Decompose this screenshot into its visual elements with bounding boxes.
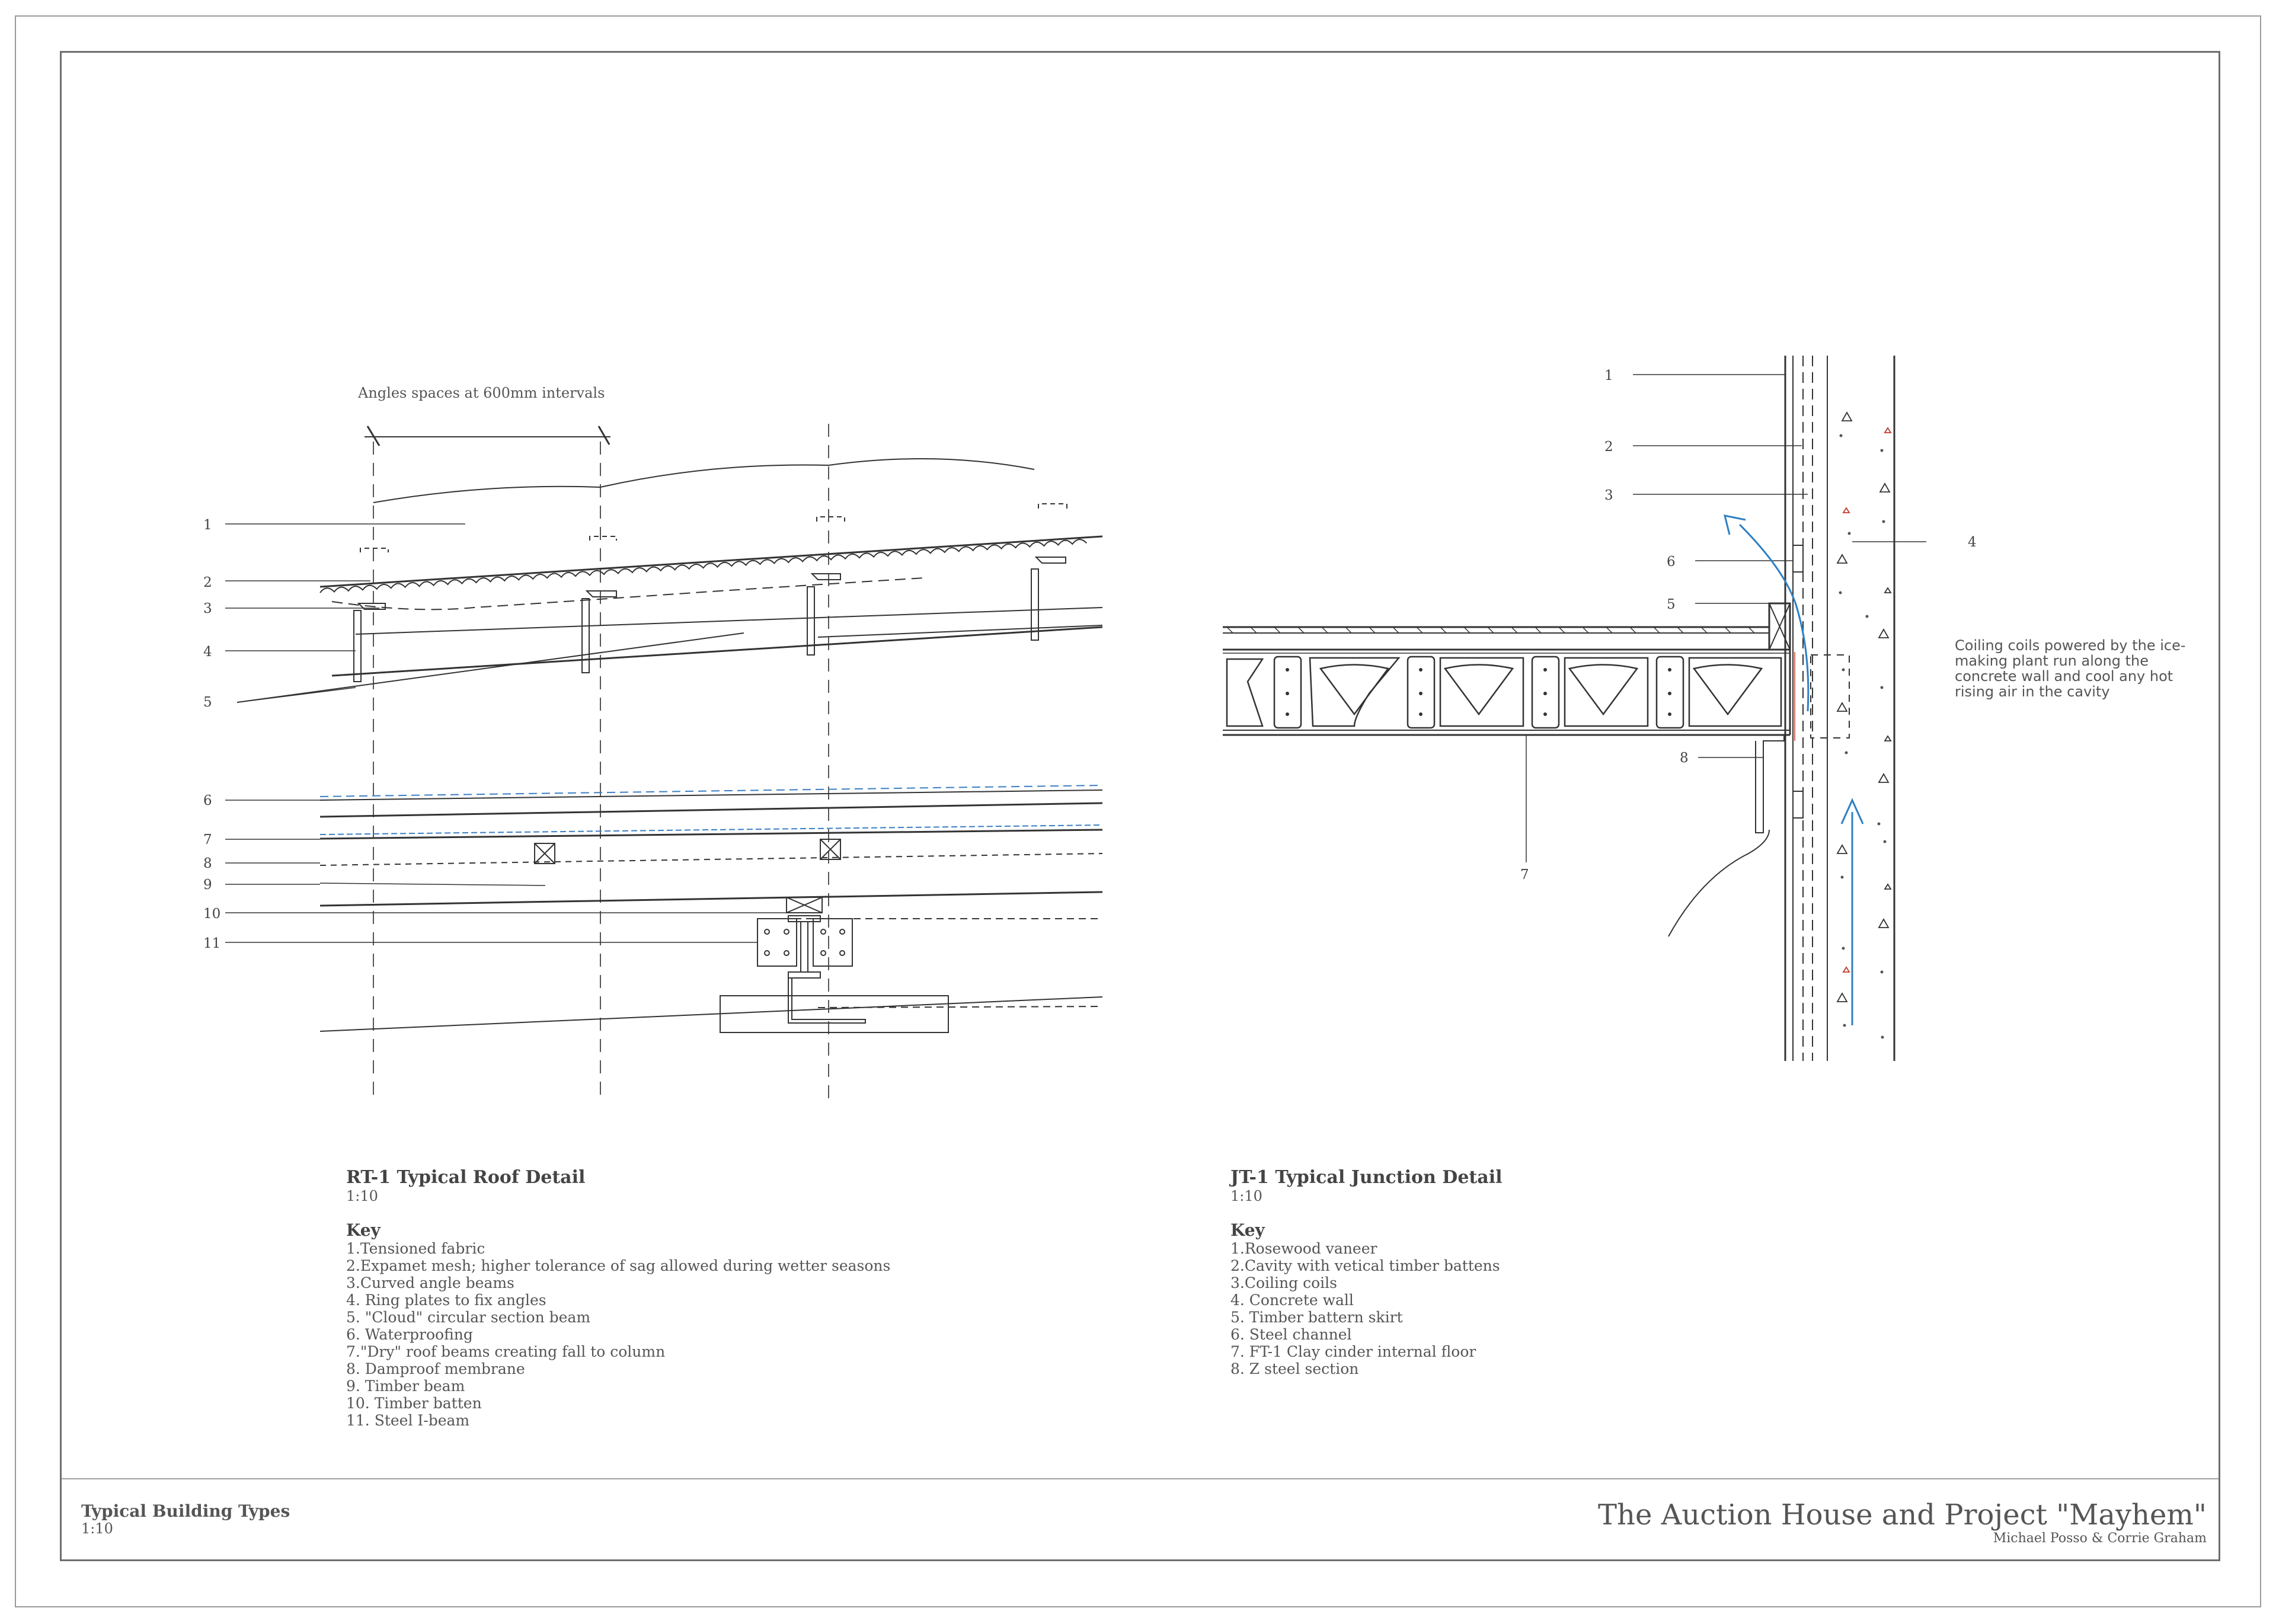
roof-callout-9: 9 xyxy=(203,877,212,893)
roof-callout-5: 5 xyxy=(203,695,212,710)
junction-callout-1: 1 xyxy=(1604,368,1613,383)
roof-key-item: 5. "Cloud" circular section beam xyxy=(346,1309,591,1326)
junction-key-item: 1.Rosewood vaneer xyxy=(1230,1240,1377,1257)
project-authors: Michael Posso & Corrie Graham xyxy=(1993,1531,2207,1546)
roof-detail-scale: 1:10 xyxy=(346,1188,378,1204)
roof-grid-lines xyxy=(373,424,829,1102)
junction-callout-8: 8 xyxy=(1680,750,1689,766)
sheet-inner-border xyxy=(60,51,2220,1561)
roof-leaders xyxy=(225,523,787,943)
junction-callouts: 1 2 3 4 5 6 7 8 xyxy=(1520,368,1977,883)
roof-detail-title: RT-1 Typical Roof Detail xyxy=(346,1167,586,1188)
sheet-outer-border xyxy=(15,15,2261,1607)
junction-key-item: 6. Steel channel xyxy=(1230,1326,1352,1343)
junction-callout-6: 6 xyxy=(1667,554,1676,570)
junction-key-item: 4. Concrete wall xyxy=(1230,1291,1354,1309)
coiling-coils-note: Coiling coils powered by the ice-making … xyxy=(1955,637,2186,700)
roof-callout-6: 6 xyxy=(203,793,212,808)
timber-battens xyxy=(534,839,841,913)
project-title: The Auction House and Project "Mayhem" xyxy=(1598,1498,2207,1532)
title-block-divider xyxy=(62,1478,2219,1479)
roof-detail-legend: RT-1 Typical Roof Detail 1:10 Key 1.Tens… xyxy=(346,1167,891,1430)
roof-key-item: 7."Dry" roof beams creating fall to colu… xyxy=(346,1343,666,1360)
roof-callouts: 1 2 3 4 5 6 7 8 9 10 11 xyxy=(203,517,220,951)
roof-key-item: 11. Steel I-beam xyxy=(346,1412,470,1429)
roof-callout-4: 4 xyxy=(203,644,212,660)
junction-detail-drawing xyxy=(1223,356,1926,1061)
tensioned-fabric xyxy=(373,458,1035,503)
junction-key-item: 7. FT-1 Clay cinder internal floor xyxy=(1230,1343,1476,1360)
concrete-wall-hatch xyxy=(1836,411,1892,1002)
roof-callout-11: 11 xyxy=(203,936,220,951)
sheet-scale: 1:10 xyxy=(81,1520,113,1537)
roof-key-heading: Key xyxy=(346,1220,381,1240)
junction-detail-title: JT-1 Typical Junction Detail xyxy=(1230,1167,1503,1188)
roof-callout-3: 3 xyxy=(203,601,212,616)
roof-key-item: 6. Waterproofing xyxy=(346,1326,473,1343)
sheet-title: Typical Building Types xyxy=(81,1501,290,1521)
airflow-arrows xyxy=(1723,514,1864,1025)
roof-key-item: 1.Tensioned fabric xyxy=(346,1240,485,1257)
roof-callout-8: 8 xyxy=(203,856,212,871)
junction-callout-7: 7 xyxy=(1520,867,1529,883)
junction-callout-5: 5 xyxy=(1667,597,1676,612)
ring-plates xyxy=(353,557,1066,682)
junction-key-item: 5. Timber battern skirt xyxy=(1230,1309,1403,1326)
roof-callout-1: 1 xyxy=(203,517,212,533)
junction-key-heading: Key xyxy=(1230,1220,1265,1240)
project-title-block: The Auction House and Project "Mayhem" M… xyxy=(1598,1498,2207,1546)
junction-callout-2: 2 xyxy=(1604,439,1613,455)
junction-detail-legend: JT-1 Typical Junction Detail 1:10 Key 1.… xyxy=(1230,1167,1503,1378)
junction-leaders xyxy=(1526,374,1926,862)
roof-callout-2: 2 xyxy=(203,575,212,590)
junction-key-item: 3.Coiling coils xyxy=(1230,1274,1337,1291)
sheet-title-block: Typical Building Types 1:10 xyxy=(81,1501,290,1537)
steel-i-beam xyxy=(319,915,1103,1033)
junction-callout-4: 4 xyxy=(1968,535,1977,550)
roof-key-item: 4. Ring plates to fix angles xyxy=(346,1291,546,1309)
roof-callout-7: 7 xyxy=(203,832,212,848)
junction-key-item: 8. Z steel section xyxy=(1230,1360,1359,1377)
roof-key-item: 8. Damproof membrane xyxy=(346,1360,525,1377)
roof-key-item: 2.Expamet mesh; higher tolerance of sag … xyxy=(346,1257,891,1274)
roof-key-item: 9. Timber beam xyxy=(346,1377,465,1395)
roof-annotation: Angles spaces at 600mm intervals xyxy=(357,385,605,401)
junction-key-item: 2.Cavity with vetical timber battens xyxy=(1230,1257,1500,1274)
roof-callout-10: 10 xyxy=(203,906,220,922)
roof-key-item: 10. Timber batten xyxy=(346,1395,482,1412)
roof-detail-drawing: Angles spaces at 600mm intervals xyxy=(225,385,1103,1102)
expamet-mesh xyxy=(319,535,1103,593)
floor-slab xyxy=(1223,626,1791,736)
junction-callout-3: 3 xyxy=(1604,488,1613,503)
roof-key-item: 3.Curved angle beams xyxy=(346,1274,514,1291)
junction-detail-scale: 1:10 xyxy=(1230,1188,1262,1204)
